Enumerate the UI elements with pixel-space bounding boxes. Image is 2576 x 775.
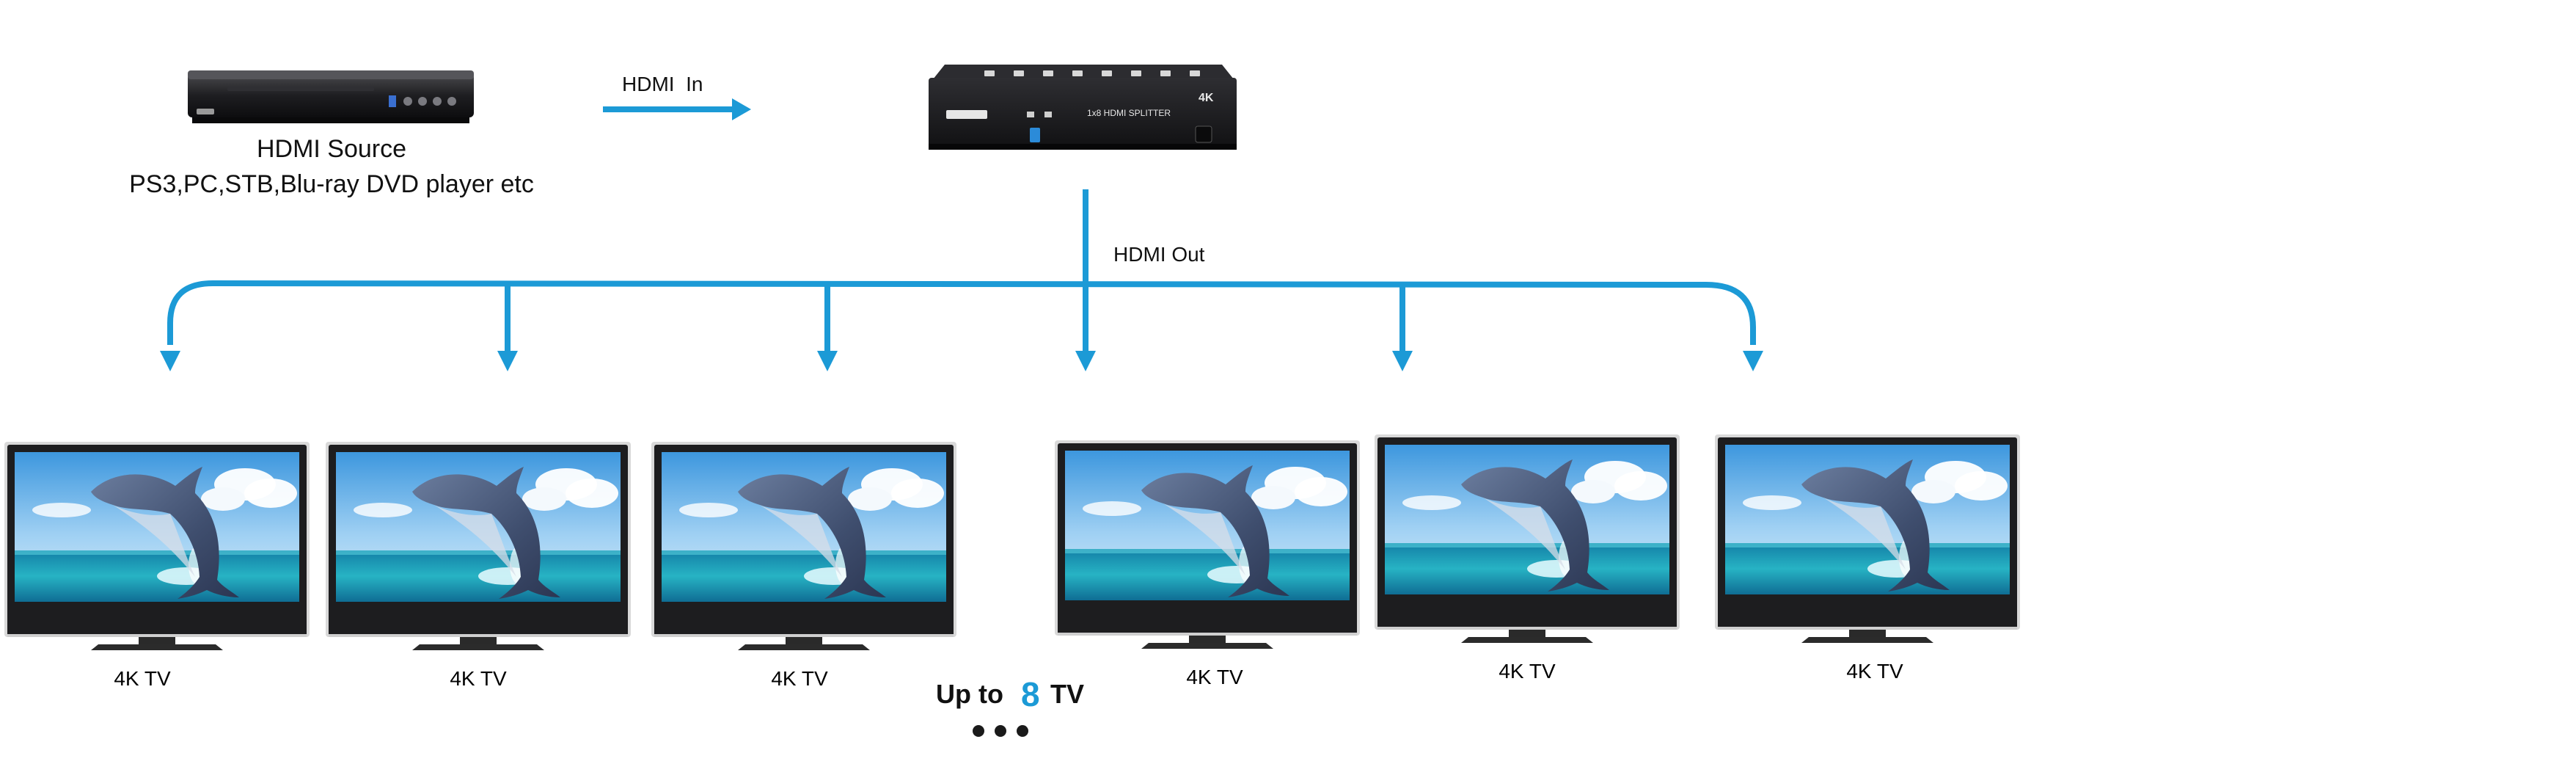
tv-icon (326, 442, 631, 650)
tv-unit-5: 4K TV (1375, 434, 1680, 683)
tv-icon (4, 442, 310, 650)
tv-label: 4K TV (450, 667, 507, 690)
arrow-down-icon (1743, 351, 1763, 371)
source-title: HDMI Source (257, 135, 406, 163)
arrow-down-icon (497, 351, 518, 371)
capacity-note: Up to 8 TV (936, 675, 1084, 737)
capacity-prefix: Up to (936, 679, 1003, 709)
tv-unit-3: 4K TV (651, 442, 956, 690)
capacity-count: 8 (1021, 675, 1040, 713)
tv-unit-1: 4K TV (4, 442, 310, 690)
tv-icon (651, 442, 956, 650)
arrow-down-icon (160, 351, 180, 371)
splitter-front-text: 1x8 HDMI SPLITTER (1087, 108, 1171, 118)
source-subtitle: PS3,PC,STB,Blu-ray DVD player etc (129, 170, 534, 198)
capacity-suffix: TV (1050, 679, 1084, 709)
hdmi-out-label: HDMI Out (1113, 243, 1205, 266)
tv-unit-4: 4K TV (1055, 440, 1360, 688)
tv-label: 4K TV (114, 667, 171, 690)
hdmi-splitter-icon: 1x8 HDMI SPLITTER 4K (929, 65, 1237, 150)
tv-label: 4K TV (1846, 660, 1903, 683)
more-dots-icon (973, 725, 1028, 737)
tv-label: 4K TV (1186, 666, 1243, 688)
tv-label: 4K TV (1499, 660, 1556, 683)
tv-icon (1375, 434, 1680, 643)
tv-unit-6: 4K TV (1715, 434, 2020, 683)
arrow-down-icon (817, 351, 838, 371)
hdmi-out-tree: HDMI Out (160, 189, 1763, 371)
arrow-down-icon (1392, 351, 1413, 371)
tv-icon (1715, 434, 2020, 643)
hdmi-in-connector: HDMI In (603, 73, 751, 120)
hdmi-in-label: HDMI In (622, 73, 703, 95)
arrow-down-icon (1075, 351, 1096, 371)
hdmi-in-arrow-icon (732, 98, 751, 120)
tv-icon (1055, 440, 1360, 649)
bluray-player-icon (188, 70, 474, 123)
tv-row: 4K TV 4K TV 4K TV 4K TV 4K TV 4K TV (4, 434, 2020, 690)
hdmi-source: HDMI Source PS3,PC,STB,Blu-ray DVD playe… (129, 70, 534, 198)
splitter-badge: 4K (1199, 92, 1214, 104)
hdmi-out-bus (167, 280, 1756, 345)
tv-unit-2: 4K TV (326, 442, 631, 690)
tv-label: 4K TV (771, 667, 828, 690)
